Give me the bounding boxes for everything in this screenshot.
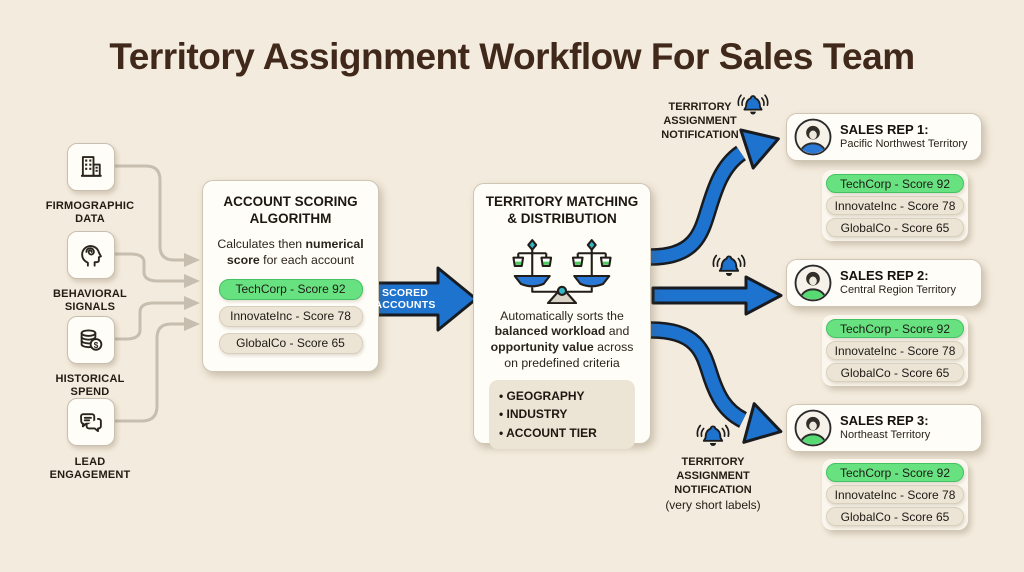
scored-accounts-arrow (372, 266, 478, 332)
account-pill: InnovateInc - Score 78 (826, 485, 964, 504)
sales-rep-card-2: SALES REP 2: Central Region Territory (786, 259, 982, 307)
account-pill: TechCorp - Score 92 (218, 278, 363, 300)
svg-text:$: $ (94, 341, 99, 350)
rep-title: SALES REP 3: (840, 412, 929, 428)
scored-accounts-list: TechCorp - Score 92 InnovateInc - Score … (218, 278, 363, 354)
source-connector-lines (113, 164, 184, 423)
source-item-historical: $ (67, 316, 115, 364)
account-pill: GlobalCo - Score 65 (826, 507, 964, 526)
brain-head-icon (81, 245, 102, 267)
account-scoring-desc: Calculates then numerical score for each… (217, 236, 364, 267)
coins-icon: $ (80, 329, 103, 351)
rep-title: SALES REP 1: (840, 121, 929, 137)
flow-arrow-to-rep1 (650, 128, 780, 266)
avatar (794, 118, 832, 156)
account-pill: GlobalCo - Score 65 (826, 363, 964, 382)
rep-territory: Pacific Northwest Territory (840, 138, 968, 151)
page-title: Territory Assignment Workflow For Sales … (109, 36, 915, 77)
flow-arrow-to-rep3 (650, 321, 783, 444)
account-pill: InnovateInc - Score 78 (826, 196, 964, 215)
account-pill: GlobalCo - Score 65 (826, 218, 964, 237)
connector-arrowheads (184, 253, 200, 331)
avatar (794, 264, 832, 302)
account-pill: TechCorp - Score 92 (826, 319, 964, 338)
bell-icon (737, 94, 769, 115)
bell-icon (712, 254, 746, 277)
flow-arrow-to-rep2 (651, 275, 783, 316)
notification-note: (very short labels) (665, 498, 761, 513)
account-pill: InnovateInc - Score 78 (826, 341, 964, 360)
bell-icon (696, 424, 730, 447)
rep1-account-list: TechCorp - Score 92 InnovateInc - Score … (822, 170, 968, 241)
sales-rep-card-1: SALES REP 1: Pacific Northwest Territory (786, 113, 982, 161)
territory-matching-box: TERRITORY MATCHING& DISTRIBUTION (473, 183, 651, 450)
account-pill: InnovateInc - Score 78 (218, 305, 363, 327)
building-icon (81, 156, 102, 177)
source-item-behavioral (67, 231, 115, 279)
rep2-account-list: TechCorp - Score 92 InnovateInc - Score … (822, 315, 968, 386)
source-item-lead (67, 398, 115, 446)
chat-icon (80, 413, 102, 433)
account-pill: GlobalCo - Score 65 (218, 332, 363, 354)
rep-title: SALES REP 2: (840, 267, 929, 283)
balance-scale-icon (512, 238, 612, 304)
criteria-item: GEOGRAPHY (499, 387, 625, 406)
rep3-account-list: TechCorp - Score 92 InnovateInc - Score … (822, 459, 968, 530)
sales-rep-card-3: SALES REP 3: Northeast Territory (786, 404, 982, 452)
rep-territory: Central Region Territory (840, 284, 956, 297)
source-item-firmographic (67, 143, 115, 191)
rep-territory: Northeast Territory (840, 429, 931, 442)
account-pill: TechCorp - Score 92 (826, 174, 964, 193)
criteria-item: INDUSTRY (499, 405, 625, 424)
avatar (794, 409, 832, 447)
account-pill: TechCorp - Score 92 (826, 463, 964, 482)
criteria-item: ACCOUNT TIER (499, 424, 625, 443)
territory-matching-desc: Automatically sorts the balanced workloa… (490, 308, 634, 370)
criteria-list: GEOGRAPHY INDUSTRY ACCOUNT TIER (489, 379, 635, 450)
territory-matching-title: TERRITORY MATCHING& DISTRIBUTION (485, 194, 639, 226)
